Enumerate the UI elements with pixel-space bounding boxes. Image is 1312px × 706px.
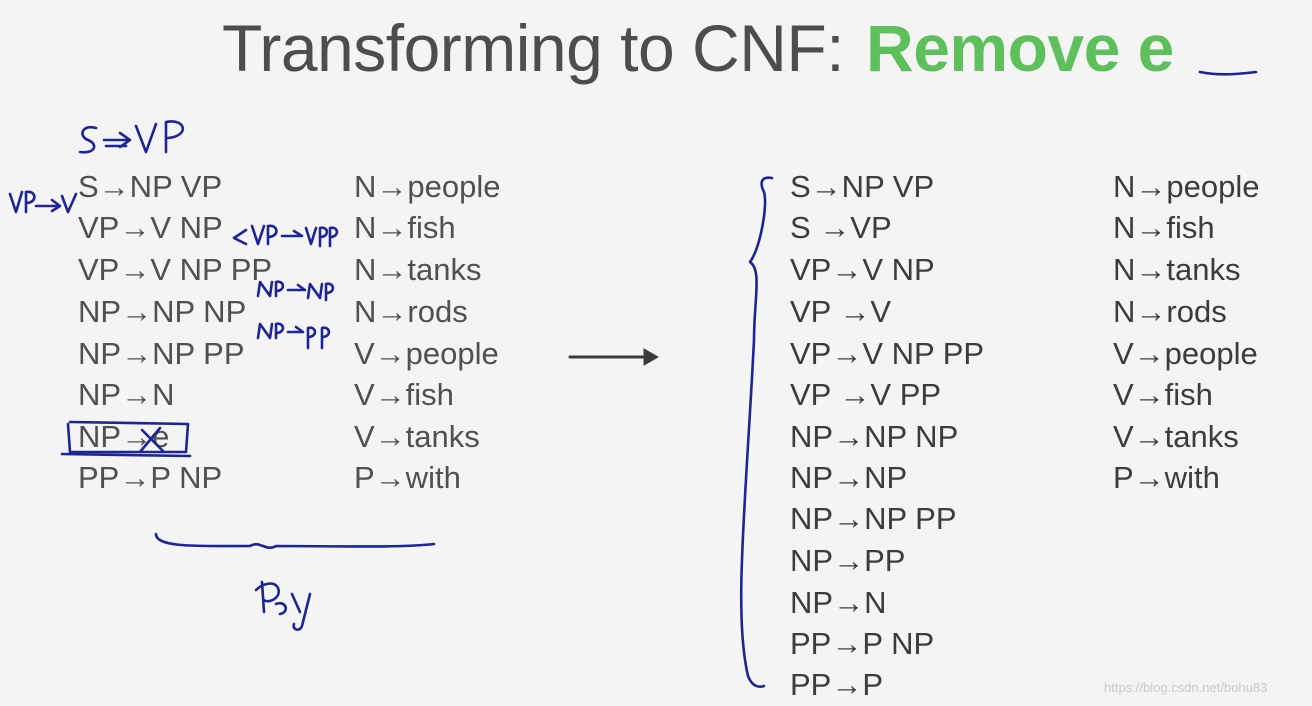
- right-lexical-rule: N→fish: [1113, 210, 1215, 245]
- ink-scribble-arrow: [102, 131, 132, 149]
- right-phrase-rule: VP →V: [790, 294, 892, 329]
- left-lexical-rule: V→people: [354, 336, 499, 371]
- left-phrase-rule: NP→N: [78, 377, 175, 412]
- ink-scribble-v: [134, 122, 158, 154]
- right-phrase-rule: NP→PP: [790, 543, 906, 578]
- slide-title: Transforming to CNF: Remove e: [222, 10, 1174, 86]
- right-lexical-rule: N→people: [1113, 169, 1260, 204]
- left-lexical-rule: V→fish: [354, 377, 454, 412]
- ink-scribble-vp-vpp: [232, 224, 339, 248]
- left-lexical-rule: N→rods: [354, 294, 468, 329]
- left-phrase-rule: VP→V NP PP: [78, 252, 273, 287]
- ink-scribble-np-pp: [256, 322, 331, 350]
- right-phrase-rule: NP→NP PP: [790, 501, 957, 536]
- right-phrase-rule: NP→NP NP: [790, 419, 959, 454]
- right-phrase-rule: S→NP VP: [790, 169, 935, 204]
- left-phrase-rule: NP→NP NP: [78, 294, 247, 329]
- left-phrase-rule: PP→P NP: [78, 460, 223, 495]
- left-lexical-rule: N→fish: [354, 210, 456, 245]
- right-lexical-rule: N→tanks: [1113, 252, 1241, 287]
- right-phrase-rule: VP →V PP: [790, 377, 942, 412]
- left-phrase-rule-crossed: NP→e: [78, 419, 170, 454]
- right-lexical-rule: V→people: [1113, 336, 1258, 371]
- right-phrase-rule: NP→NP: [790, 460, 908, 495]
- right-phrase-rule: PP→P NP: [790, 626, 935, 661]
- right-lexical-rule: P→with: [1113, 460, 1220, 495]
- title-highlight: Remove e: [866, 11, 1174, 85]
- left-phrase-rule: NP→NP PP: [78, 336, 245, 371]
- right-phrase-rule: VP→V NP PP: [790, 336, 985, 371]
- ink-scribble-by: [254, 580, 312, 631]
- ink-underline-brace: [154, 532, 436, 549]
- ink-scribble-p: [164, 120, 185, 154]
- left-lexical-rule: N→people: [354, 169, 501, 204]
- left-phrase-rule: S→NP VP: [78, 169, 223, 204]
- left-lexical-rule: N→tanks: [354, 252, 482, 287]
- right-phrase-rule: PP→P: [790, 667, 884, 702]
- left-phrase-rule: VP→V NP: [78, 210, 223, 245]
- ink-underline-box: [60, 452, 192, 458]
- right-phrase-rule: NP→N: [790, 585, 887, 620]
- right-phrase-rule: VP→V NP: [790, 252, 935, 287]
- right-lexical-rule: V→tanks: [1113, 419, 1239, 454]
- right-lexical-rule: V→fish: [1113, 377, 1213, 412]
- watermark: https://blog.csdn.net/bohu83: [1104, 680, 1268, 695]
- ink-scribble-vp-v: [8, 190, 78, 214]
- ink-underline-title-e: [1198, 70, 1258, 76]
- ink-right-brace: [739, 176, 774, 688]
- ink-scribble-s-vp: [78, 125, 98, 154]
- title-main: Transforming to CNF:: [222, 11, 845, 85]
- right-phrase-rule: S →VP: [790, 210, 892, 245]
- left-lexical-rule: V→tanks: [354, 419, 480, 454]
- right-lexical-rule: N→rods: [1113, 294, 1227, 329]
- left-lexical-rule: P→with: [354, 460, 461, 495]
